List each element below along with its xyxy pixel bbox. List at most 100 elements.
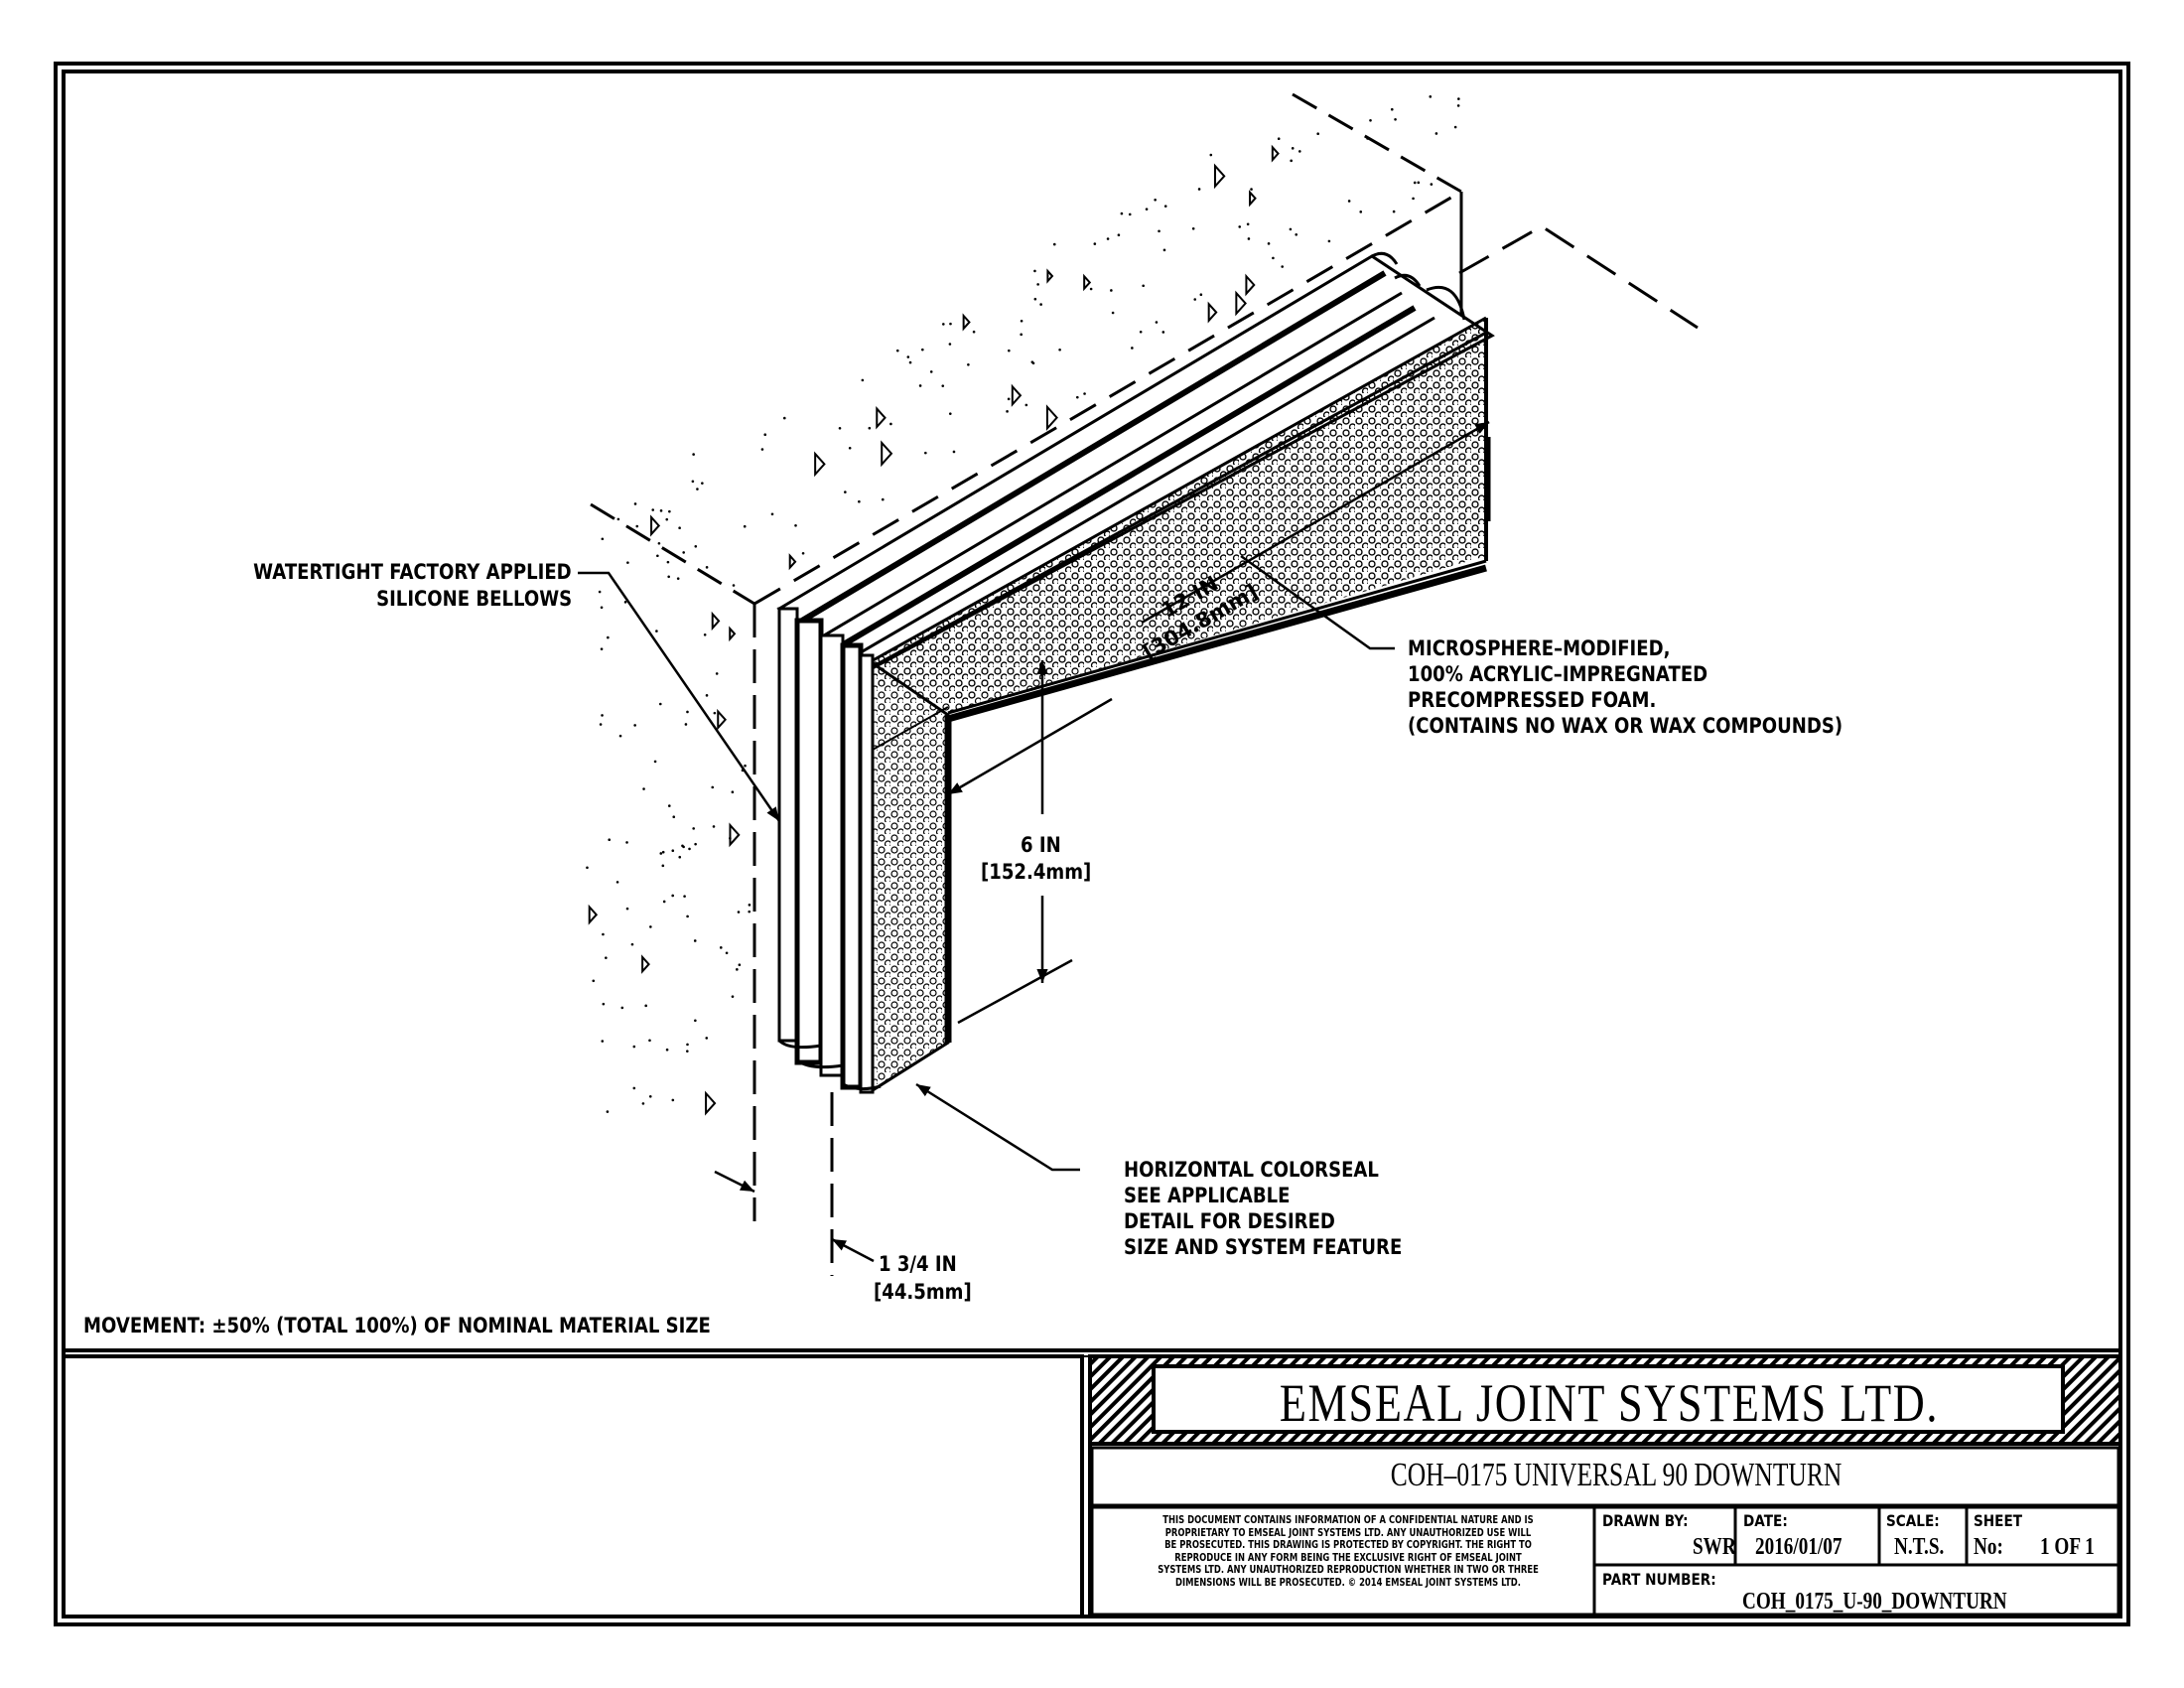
aggregate-mark [588,904,599,925]
aggregate-dot [1163,205,1167,208]
aggregate-mark [962,313,971,332]
callout-foam-line3: PRECOMPRESSED FOAM. [1408,688,1657,712]
aggregate-dot [1076,395,1079,399]
aggregate-dot [1199,293,1203,297]
aggregate-dot [693,939,697,942]
part-number-value: COH_0175_U-90_DOWNTURN [1742,1589,2007,1615]
dim-12in-line-a [1141,420,1490,625]
dim-depth-imperial: 1 3/4 IN [879,1252,957,1276]
aggregate-dot [918,384,922,387]
date-label: DATE: [1743,1511,1788,1530]
aggregate-dot [1036,283,1039,286]
notice-line: SYSTEMS LTD. ANY UNAUTHORIZED REPRODUCTI… [1158,1564,1539,1576]
aggregate-mark [1046,268,1054,284]
aggregate-dot [668,509,671,513]
aggregate-dot [665,1048,669,1052]
aggregate-dot [607,635,610,639]
aggregate-dot [1434,132,1438,135]
aggregate-dot [681,844,684,848]
dim-12in-line-b [947,697,1113,796]
aggregate-dot [1295,233,1298,236]
aggregate-dot [738,963,742,966]
aggregate-dot [731,995,735,998]
aggregate-dot [608,838,612,842]
aggregate-dot [671,894,674,898]
date-value: 2016/01/07 [1755,1534,1843,1560]
aggregate-dot [1139,330,1143,334]
aggregate-dot [1290,159,1293,163]
notes-box [62,1354,1084,1618]
aggregate-mark [1011,383,1023,407]
aggregate-dot [606,1110,610,1113]
aggregate-dot [1128,212,1132,216]
part-number-label: PART NUMBER: [1602,1570,1716,1589]
aggregate-dot [1007,397,1011,401]
break-line [1458,224,1699,330]
aggregate-dot [1197,188,1201,191]
aggregate-mark [1207,301,1218,324]
aggregate-dot [711,785,715,789]
drawing-title: COH–0175 UNIVERSAL 90 DOWNTURN [1390,1457,1843,1493]
aggregate-dot [725,951,729,955]
aggregate-dot [1110,289,1113,292]
aggregate-dot [848,446,852,450]
aggregate-dot [763,433,767,437]
aggregate-dot [948,412,952,415]
dimension-lines [714,420,1491,1276]
aggregate-dot [942,323,945,326]
aggregate-dot [615,881,619,884]
colorseal-leader [915,1082,1080,1172]
aggregate-dot [651,508,655,511]
aggregate-dot [1297,150,1301,153]
aggregate-mark [711,611,721,632]
aggregate-mark [1271,144,1280,163]
notice-line: REPRODUCE IN ANY FORM BEING THE EXCLUSIV… [1174,1551,1522,1564]
aggregate-mark [1045,404,1058,431]
aggregate-dot [908,360,912,364]
aggregate-mark [729,822,741,848]
aggregate-dot [625,841,628,844]
company-band-frame [1152,1364,2065,1434]
aggregate-dot [744,764,747,768]
aggregate-dot [838,427,842,430]
aggregate-dot [601,714,604,717]
aggregate-dot [632,1086,636,1090]
aggregate-mark [814,451,826,478]
aggregate-dot [737,911,741,914]
company-name: EMSEAL JOINT SYSTEMS LTD. [1279,1373,1940,1433]
sheet-label: SHEET [1974,1511,2023,1530]
aggregate-dot [731,790,735,794]
aggregate-dot [952,450,956,454]
callout-colorseal-line2: SEE APPLICABLE [1124,1184,1291,1207]
sheet-no-label: No: [1974,1534,2003,1560]
aggregate-dot [1327,239,1331,243]
aggregate-dot [632,1045,636,1049]
aggregate-dot [1052,242,1056,246]
scale-value: N.T.S. [1894,1534,1945,1560]
aggregate-dot [703,633,707,636]
aggregate-dot [686,1043,689,1047]
aggregate-dot [1457,97,1460,100]
aggregate-dot [678,855,682,859]
aggregate-dot [616,517,620,521]
aggregate-dot [682,551,685,554]
aggregate-dot [661,850,665,854]
aggregate-dot [1191,226,1195,230]
aggregate-dot [1250,188,1253,191]
aggregate-dot [1154,198,1157,202]
aggregate-dot [1238,225,1242,228]
aggregate-dot [1394,117,1397,121]
aggregate-dot [630,942,634,946]
aggregate-dot [1289,227,1293,231]
aggregate-dot [601,537,605,541]
aggregate-dot [1161,331,1165,334]
callout-colorseal-line1: HORIZONTAL COLORSEAL [1124,1158,1379,1182]
aggregate-dot [929,370,933,373]
aggregate-mark [788,553,797,571]
aggregate-dot [600,647,604,650]
aggregate-dot [633,724,636,727]
aggregate-dot [1453,125,1457,129]
aggregate-dot [729,836,732,840]
aggregate-mark [1235,290,1247,317]
